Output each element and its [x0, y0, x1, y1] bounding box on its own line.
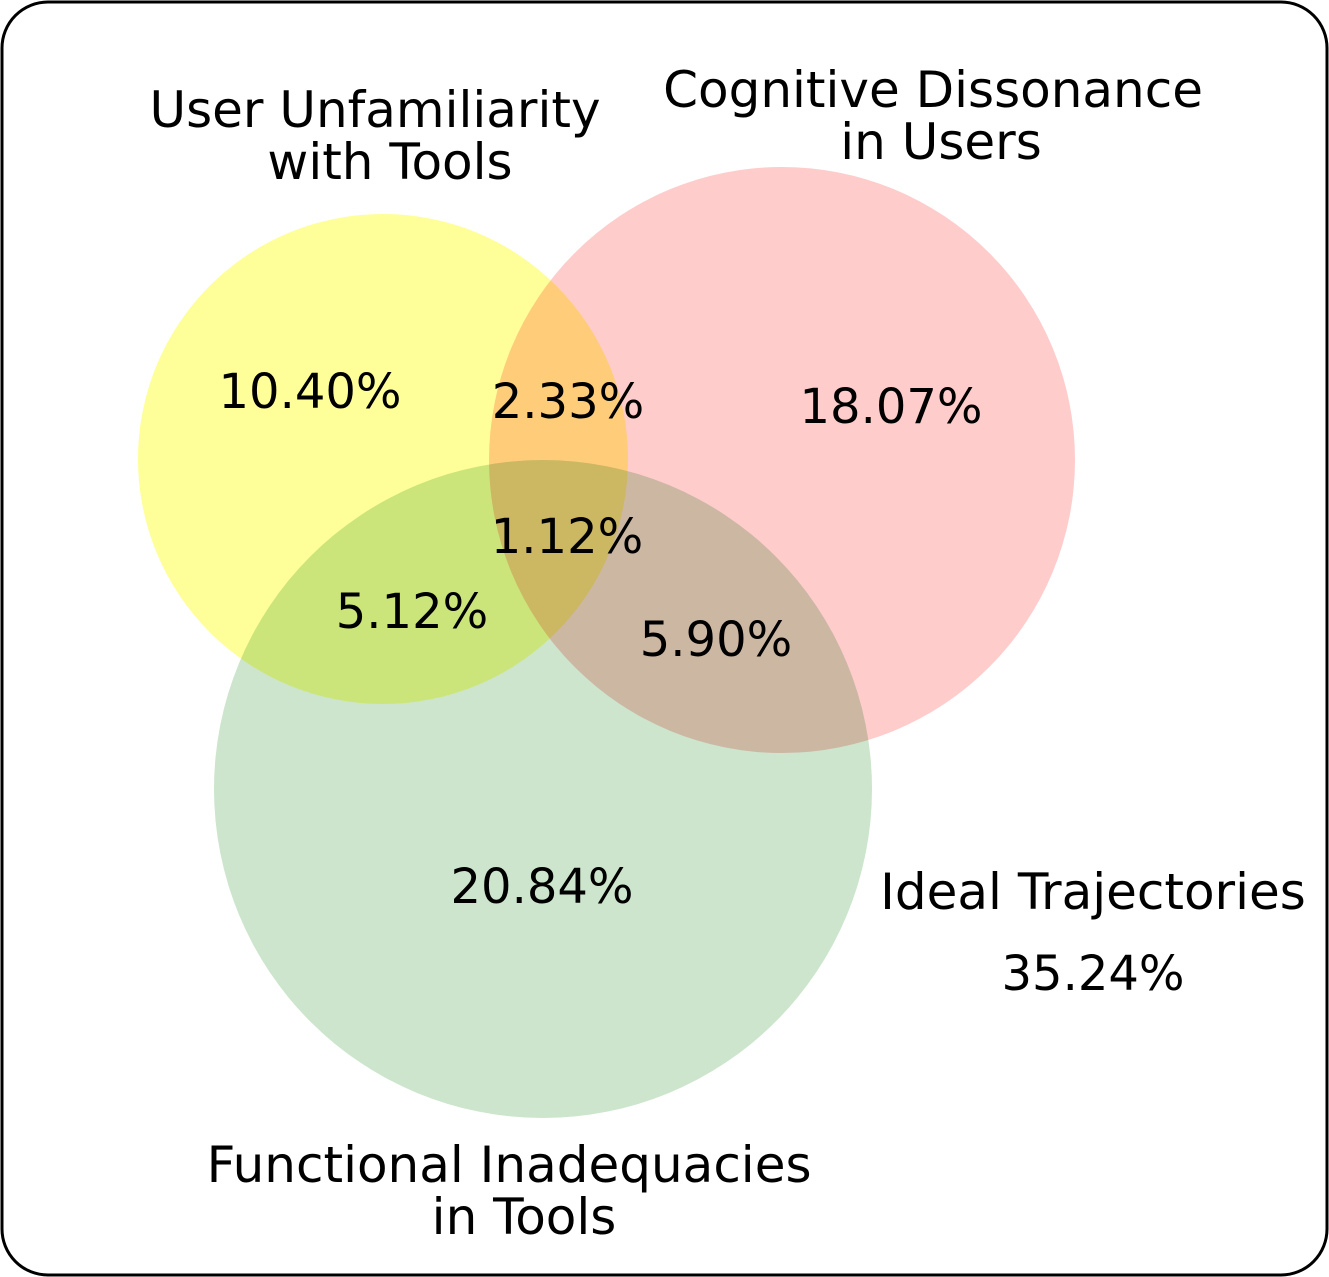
region-functional-inadequacies-only: 20.84% [450, 859, 633, 915]
region-unfamiliarity-and-dissonance: 2.33% [492, 374, 644, 430]
region-cognitive-dissonance-only: 18.07% [799, 379, 982, 435]
set-title-cognitive-dissonance: Cognitive Dissonance in Users [663, 61, 1219, 171]
outside-value: 35.24% [1001, 946, 1184, 1002]
region-user-unfamiliarity-only: 10.40% [218, 364, 401, 420]
set-title-user-unfamiliarity: User Unfamiliarity with Tools [150, 81, 617, 191]
circle-functional-inadequacies [214, 460, 872, 1118]
outside-label: Ideal Trajectories [880, 863, 1306, 921]
venn-circles [138, 167, 1075, 1118]
region-all-three: 1.12% [491, 509, 643, 565]
region-unfamiliarity-and-inadequacies: 5.12% [336, 584, 488, 640]
region-dissonance-and-inadequacies: 5.90% [640, 612, 792, 668]
set-title-functional-inadequacies: Functional Inadequacies in Tools [207, 1136, 828, 1246]
